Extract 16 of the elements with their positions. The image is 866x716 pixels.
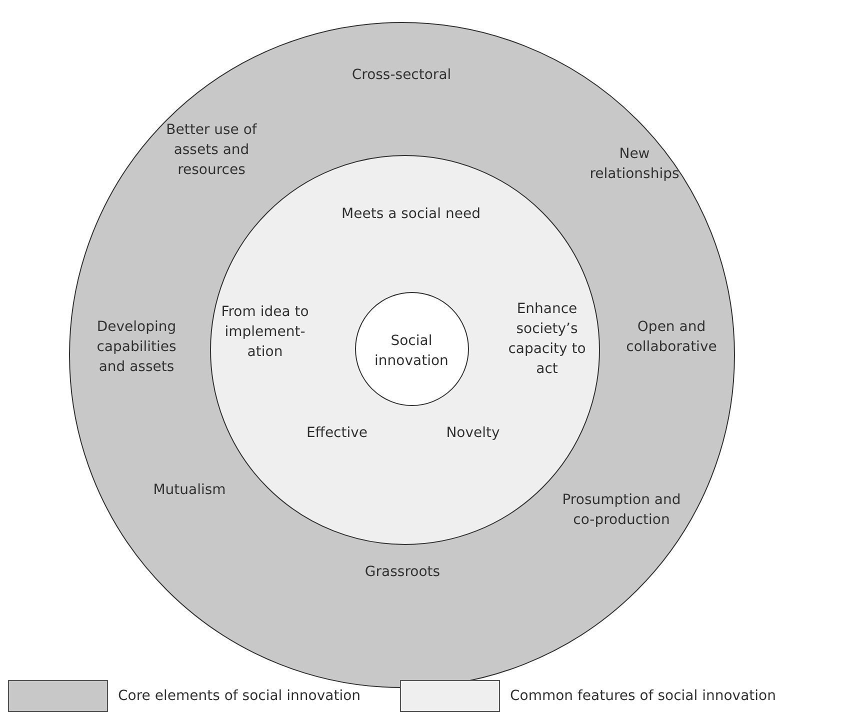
feature-label: From idea to implement-ation	[220, 303, 310, 362]
ring-label: Better use of assets and resources	[165, 120, 258, 180]
feature-label: Novelty	[445, 424, 501, 443]
center-label: Social innovation	[374, 332, 450, 370]
ring-label: Grassroots	[364, 562, 442, 582]
ring-label: Cross-sectoral	[350, 66, 452, 84]
legend-label: Core elements of social innovation	[118, 687, 361, 706]
ring-label: New relationships	[588, 144, 680, 184]
feature-label: Effective	[305, 424, 369, 443]
feature-label: Enhance society’s capacity to act	[507, 300, 587, 379]
feature-label: Meets a social need	[340, 205, 482, 224]
ring-label: Prosumption and co-production	[562, 490, 682, 530]
ring-label: Open and collaborative	[625, 318, 718, 356]
ring-label: Mutualism	[152, 480, 227, 500]
legend-label: Common features of social innovation	[510, 687, 776, 706]
ring-label: Developing capabilities and assets	[96, 318, 178, 376]
